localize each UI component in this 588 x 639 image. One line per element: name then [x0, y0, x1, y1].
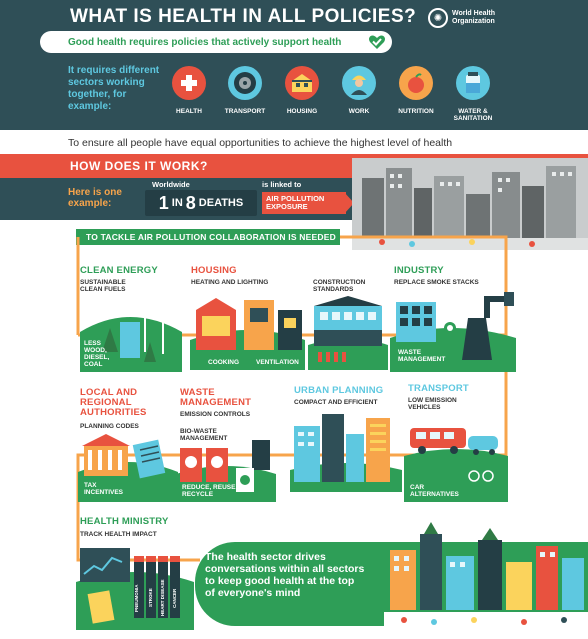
- urban-illustration: [290, 414, 402, 492]
- local-authorities-title: LOCAL AND REGIONAL AUTHORITIES: [80, 387, 147, 418]
- waste-management-title: WASTE MANAGEMENT: [180, 387, 252, 408]
- death-stat: 1 IN 8 DEATHS: [145, 190, 257, 216]
- closing-bubble: [195, 542, 385, 626]
- sector-label: HOUSING: [286, 108, 318, 115]
- sector-label: WORK: [348, 108, 370, 115]
- clean-energy-title: CLEAN ENERGY: [80, 265, 158, 276]
- stat-eight: 8: [185, 192, 196, 213]
- exposure-badge: AIR POLLUTION EXPOSURE: [262, 192, 346, 214]
- low-emission-note: LOW EMISSION VEHICLES: [408, 397, 457, 411]
- industry-illustration: [390, 292, 516, 372]
- sector-nutrition: NUTRITION: [387, 66, 445, 115]
- apple-icon: [399, 66, 433, 100]
- health-ministry-illustration: [76, 548, 194, 630]
- page-title: WHAT IS HEALTH IN ALL POLICIES?: [70, 6, 417, 27]
- sector-health: HEALTH: [160, 66, 218, 115]
- tax-incentives-note: TAX INCENTIVES: [84, 482, 124, 496]
- arrow-right-icon: [344, 192, 354, 214]
- emission-controls-note: EMISSION CONTROLS: [180, 411, 251, 418]
- globe-icon: ✺: [428, 8, 448, 28]
- medical-cross-icon: [172, 66, 206, 100]
- collaboration-banner: TO TACKLE AIR POLLUTION COLLABORATION IS…: [76, 229, 340, 245]
- example-label: Here is one example:: [68, 187, 122, 209]
- housing-illustration: [190, 298, 305, 370]
- industry-title: INDUSTRY: [394, 265, 444, 276]
- header-panel: [0, 0, 588, 130]
- heart-check-icon: [369, 35, 385, 49]
- less-fossil-note: LESS WOOD, DIESEL, COAL: [84, 340, 110, 368]
- track-health-note: TRACK HEALTH IMPACT: [80, 531, 157, 538]
- linked-label: is linked to: [262, 180, 302, 189]
- sector-label: TRANSPORT: [224, 108, 266, 115]
- stat-one: 1: [158, 192, 169, 213]
- ventilation-note: VENTILATION: [256, 359, 299, 366]
- heating-lighting-note: HEATING AND LIGHTING: [191, 279, 269, 286]
- waste-illustration: [176, 440, 276, 502]
- stat-in: IN: [171, 197, 183, 209]
- sectors-question: It requires different sectors working to…: [68, 65, 160, 112]
- org-name: World Health Organization: [452, 10, 496, 25]
- green-city-illustration: [384, 522, 588, 632]
- how-title: HOW DOES IT WORK?: [70, 159, 208, 173]
- sector-water: WATER & SANITATION: [444, 66, 502, 122]
- disease-bottles: PNEUMONIA STROKE HEART DISEASE CANCER: [134, 574, 180, 622]
- water-icon: [456, 66, 490, 100]
- health-ministry-title: HEALTH MINISTRY: [80, 516, 169, 527]
- stat-deaths: DEATHS: [198, 197, 244, 209]
- sector-label: HEALTH: [176, 108, 202, 115]
- compact-efficient-note: COMPACT AND EFFICIENT: [294, 399, 378, 406]
- clean-energy-illustration: [80, 292, 182, 372]
- sector-work: WORK: [330, 66, 388, 115]
- waste-management-note: WASTE MANAGEMENT: [398, 349, 446, 363]
- closing-text: The health sector drives conversations w…: [205, 551, 365, 599]
- planning-codes-note: PLANNING CODES: [80, 423, 139, 430]
- bio-waste-note: BIO-WASTE MANAGEMENT: [180, 428, 228, 442]
- cooking-note: COOKING: [208, 359, 240, 366]
- authorities-illustration: [78, 434, 178, 502]
- equal-opportunity-text: To ensure all people have equal opportun…: [68, 137, 453, 149]
- bottle-label: STROKE: [148, 588, 153, 608]
- wheel-icon: [228, 66, 262, 100]
- transport-illustration: [404, 428, 508, 502]
- smoke-stacks-note: REPLACE SMOKE STACKS: [394, 279, 479, 286]
- intro-banner: Good health requires policies that activ…: [40, 31, 392, 53]
- construction-standards-note: CONSTRUCTION STANDARDS: [313, 279, 366, 293]
- sector-transport: TRANSPORT: [216, 66, 274, 115]
- sector-label: NUTRITION: [398, 108, 434, 115]
- sector-label: WATER & SANITATION: [453, 108, 493, 122]
- who-logo-group: ✺ World Health Organization: [428, 8, 522, 28]
- urban-planning-title: URBAN PLANNING: [294, 385, 384, 396]
- bottle-label: HEART DISEASE: [160, 579, 165, 617]
- polluted-city-illustration: [352, 158, 588, 250]
- reduce-reuse-recycle-note: REDUCE, REUSE, RECYCLE: [182, 484, 238, 498]
- car-alternatives-note: CAR ALTERNATIVES: [410, 484, 459, 498]
- transport-title: TRANSPORT: [408, 383, 469, 394]
- housing-title: HOUSING: [191, 265, 237, 276]
- house-icon: [285, 66, 319, 100]
- clean-fuels-note: SUSTAINABLE CLEAN FUELS: [80, 279, 126, 293]
- construction-illustration: [308, 296, 388, 370]
- worldwide-label: Worldwide: [152, 180, 190, 189]
- bottle-label: PNEUMONIA: [134, 584, 139, 612]
- bottle-label: CANCER: [172, 588, 177, 608]
- sector-housing: HOUSING: [273, 66, 331, 115]
- worker-icon: [342, 66, 376, 100]
